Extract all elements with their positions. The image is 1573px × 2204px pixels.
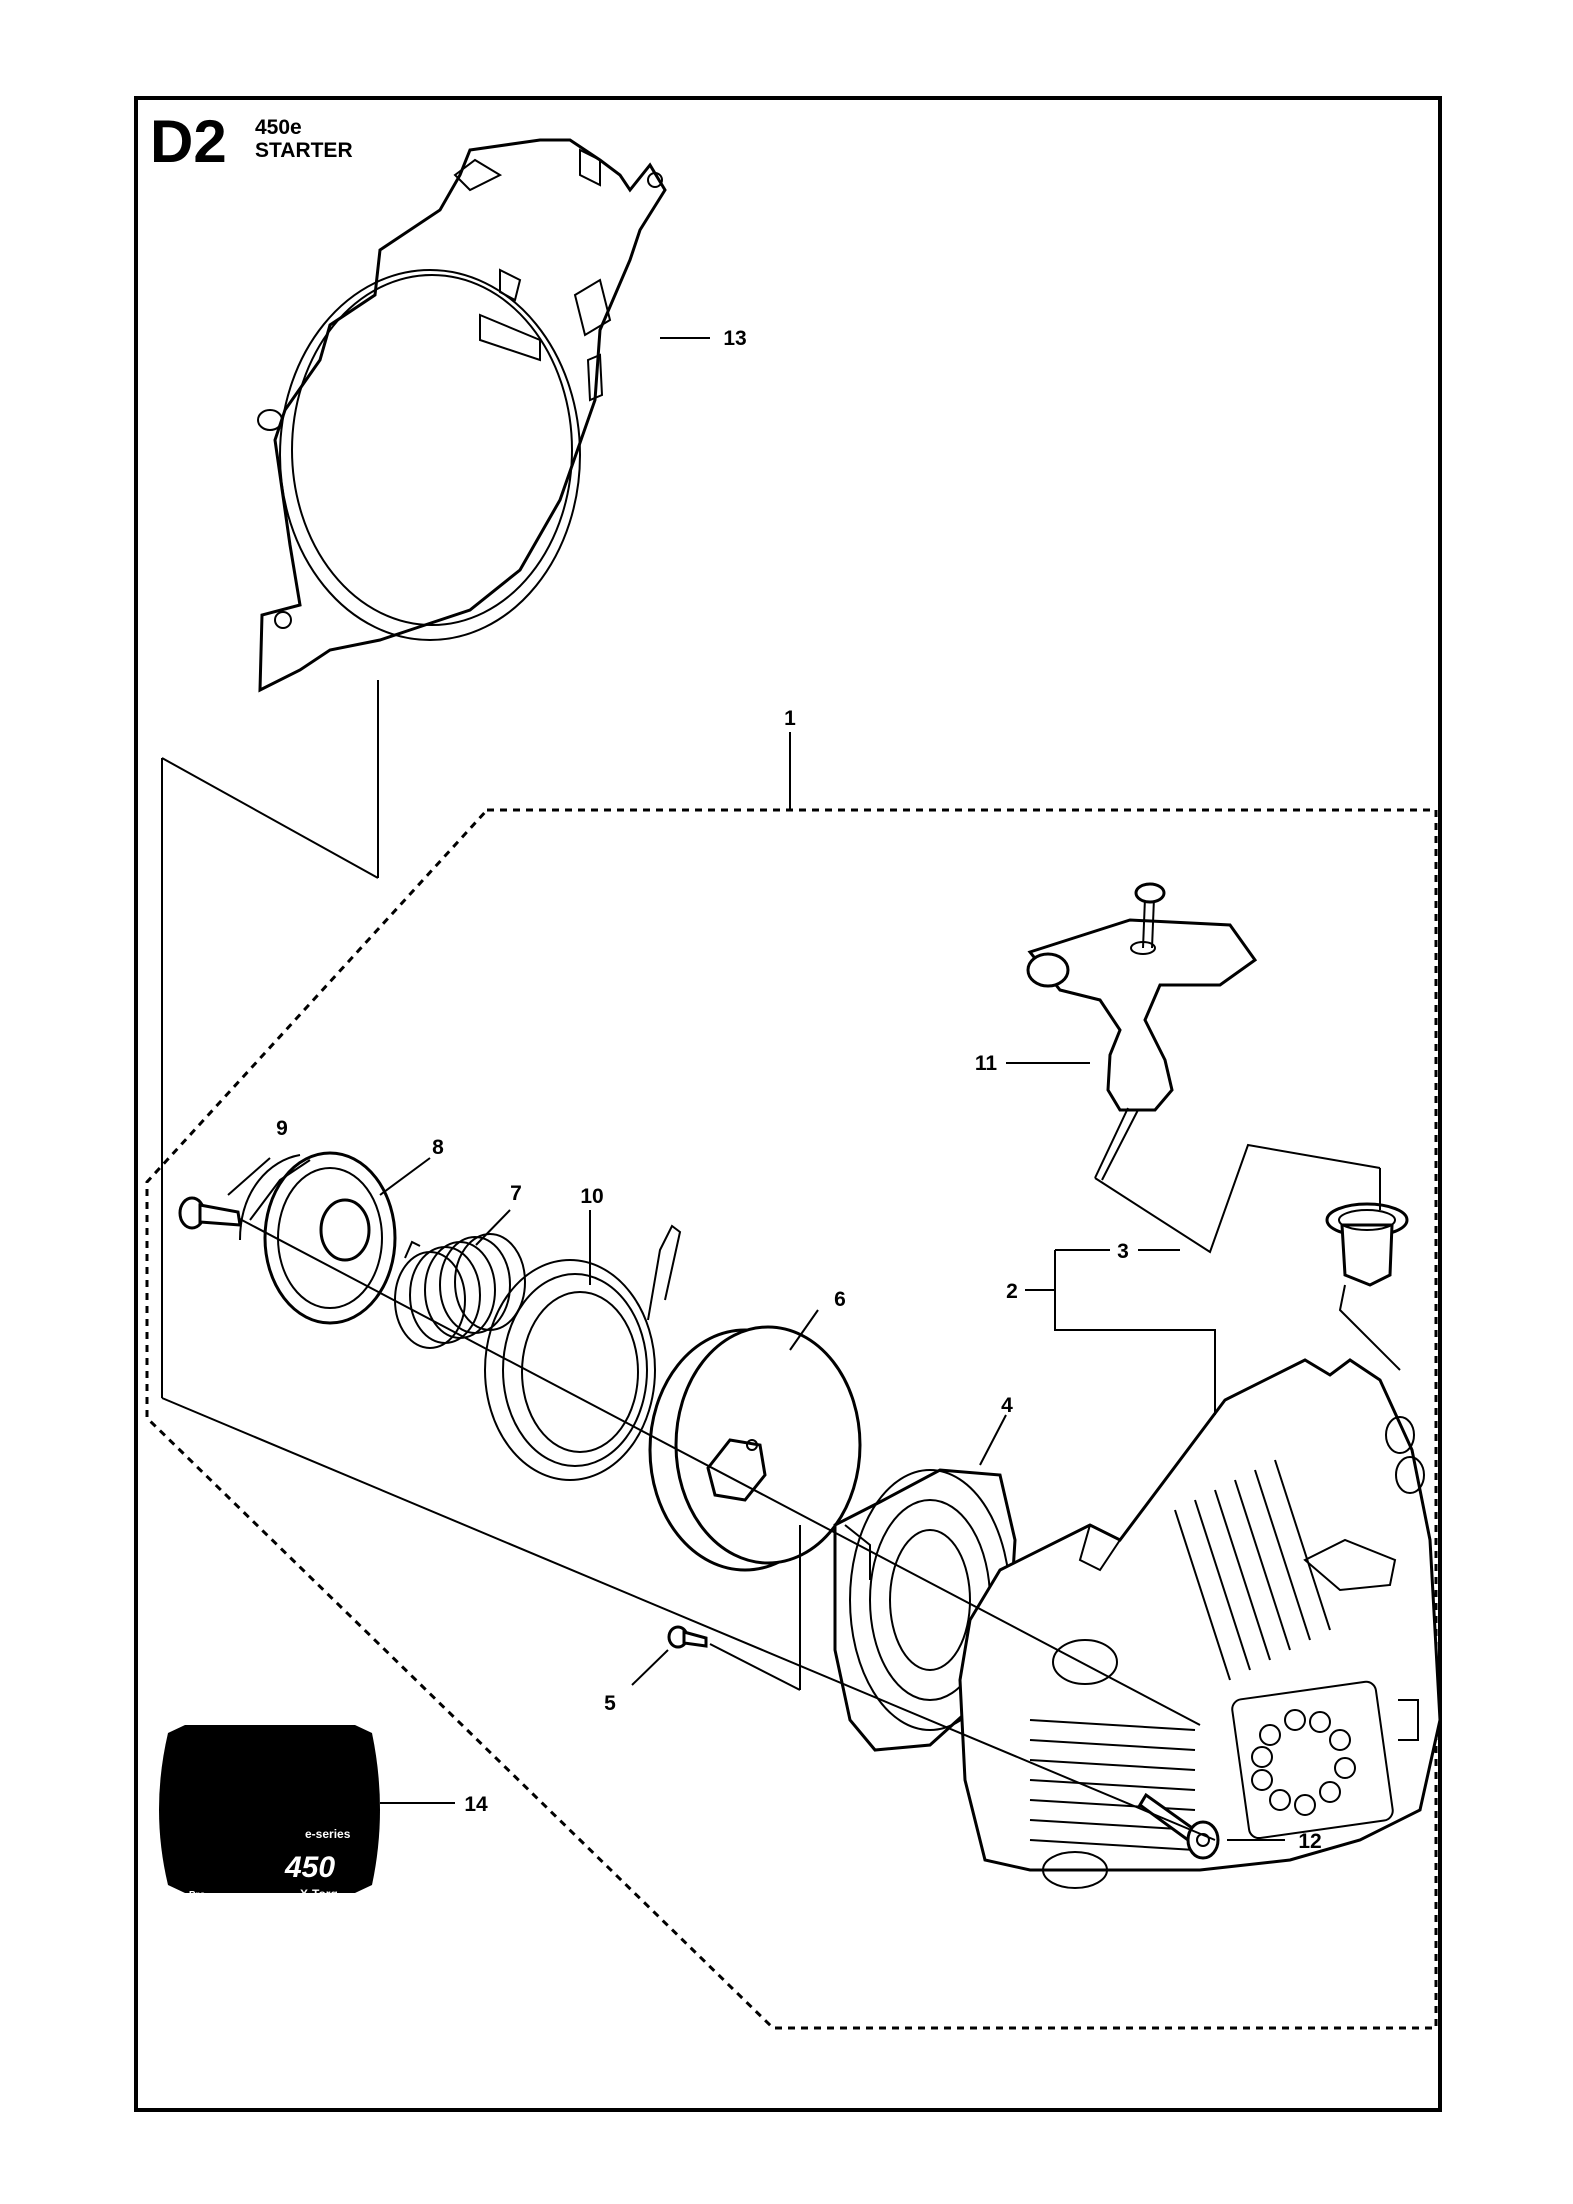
sheet-code: D2 bbox=[150, 108, 227, 175]
part-pulley-8 bbox=[239, 1151, 397, 1325]
callout-10: 10 bbox=[580, 1185, 603, 1208]
callout-7: 7 bbox=[510, 1182, 522, 1205]
assembly-group-outline bbox=[145, 808, 1438, 2030]
callout-13: 13 bbox=[723, 327, 746, 350]
part-decal-14: e-series 450 e-Pro X-Torq bbox=[159, 1725, 380, 1901]
callout-6: 6 bbox=[834, 1288, 846, 1311]
part-spring-7 bbox=[394, 1233, 526, 1349]
decal-small-top: e-series bbox=[305, 1827, 351, 1841]
callout-3: 3 bbox=[1117, 1240, 1129, 1263]
sheet-title: STARTER bbox=[255, 139, 353, 162]
callout-4: 4 bbox=[1001, 1394, 1013, 1417]
decal-left-small: e-Pro bbox=[180, 1890, 206, 1901]
callout-8: 8 bbox=[432, 1136, 444, 1159]
part-bolt-9 bbox=[178, 1196, 242, 1230]
callout-11: 11 bbox=[975, 1052, 998, 1075]
part-rope-guide-3 bbox=[1325, 1202, 1409, 1287]
part-handle-11 bbox=[1026, 882, 1258, 1181]
callout-9: 9 bbox=[276, 1117, 288, 1140]
callout-12: 12 bbox=[1298, 1830, 1321, 1853]
part-rope-pulley-6 bbox=[648, 1325, 862, 1572]
callout-1: 1 bbox=[784, 707, 796, 730]
callout-5: 5 bbox=[604, 1692, 616, 1715]
part-screw-5 bbox=[667, 1625, 708, 1649]
callout-2: 2 bbox=[1006, 1280, 1018, 1303]
model-name: 450e bbox=[255, 116, 302, 139]
part-starter-housing-2 bbox=[958, 1358, 1442, 1889]
decal-right-small: X-Torq bbox=[300, 1887, 338, 1901]
callout-14: 14 bbox=[464, 1793, 488, 1816]
drawing-frame bbox=[134, 96, 1442, 2112]
part-coil-spring-10 bbox=[484, 1224, 682, 1481]
decal-model-number: 450 bbox=[284, 1851, 335, 1884]
fan-housing bbox=[257, 138, 667, 693]
